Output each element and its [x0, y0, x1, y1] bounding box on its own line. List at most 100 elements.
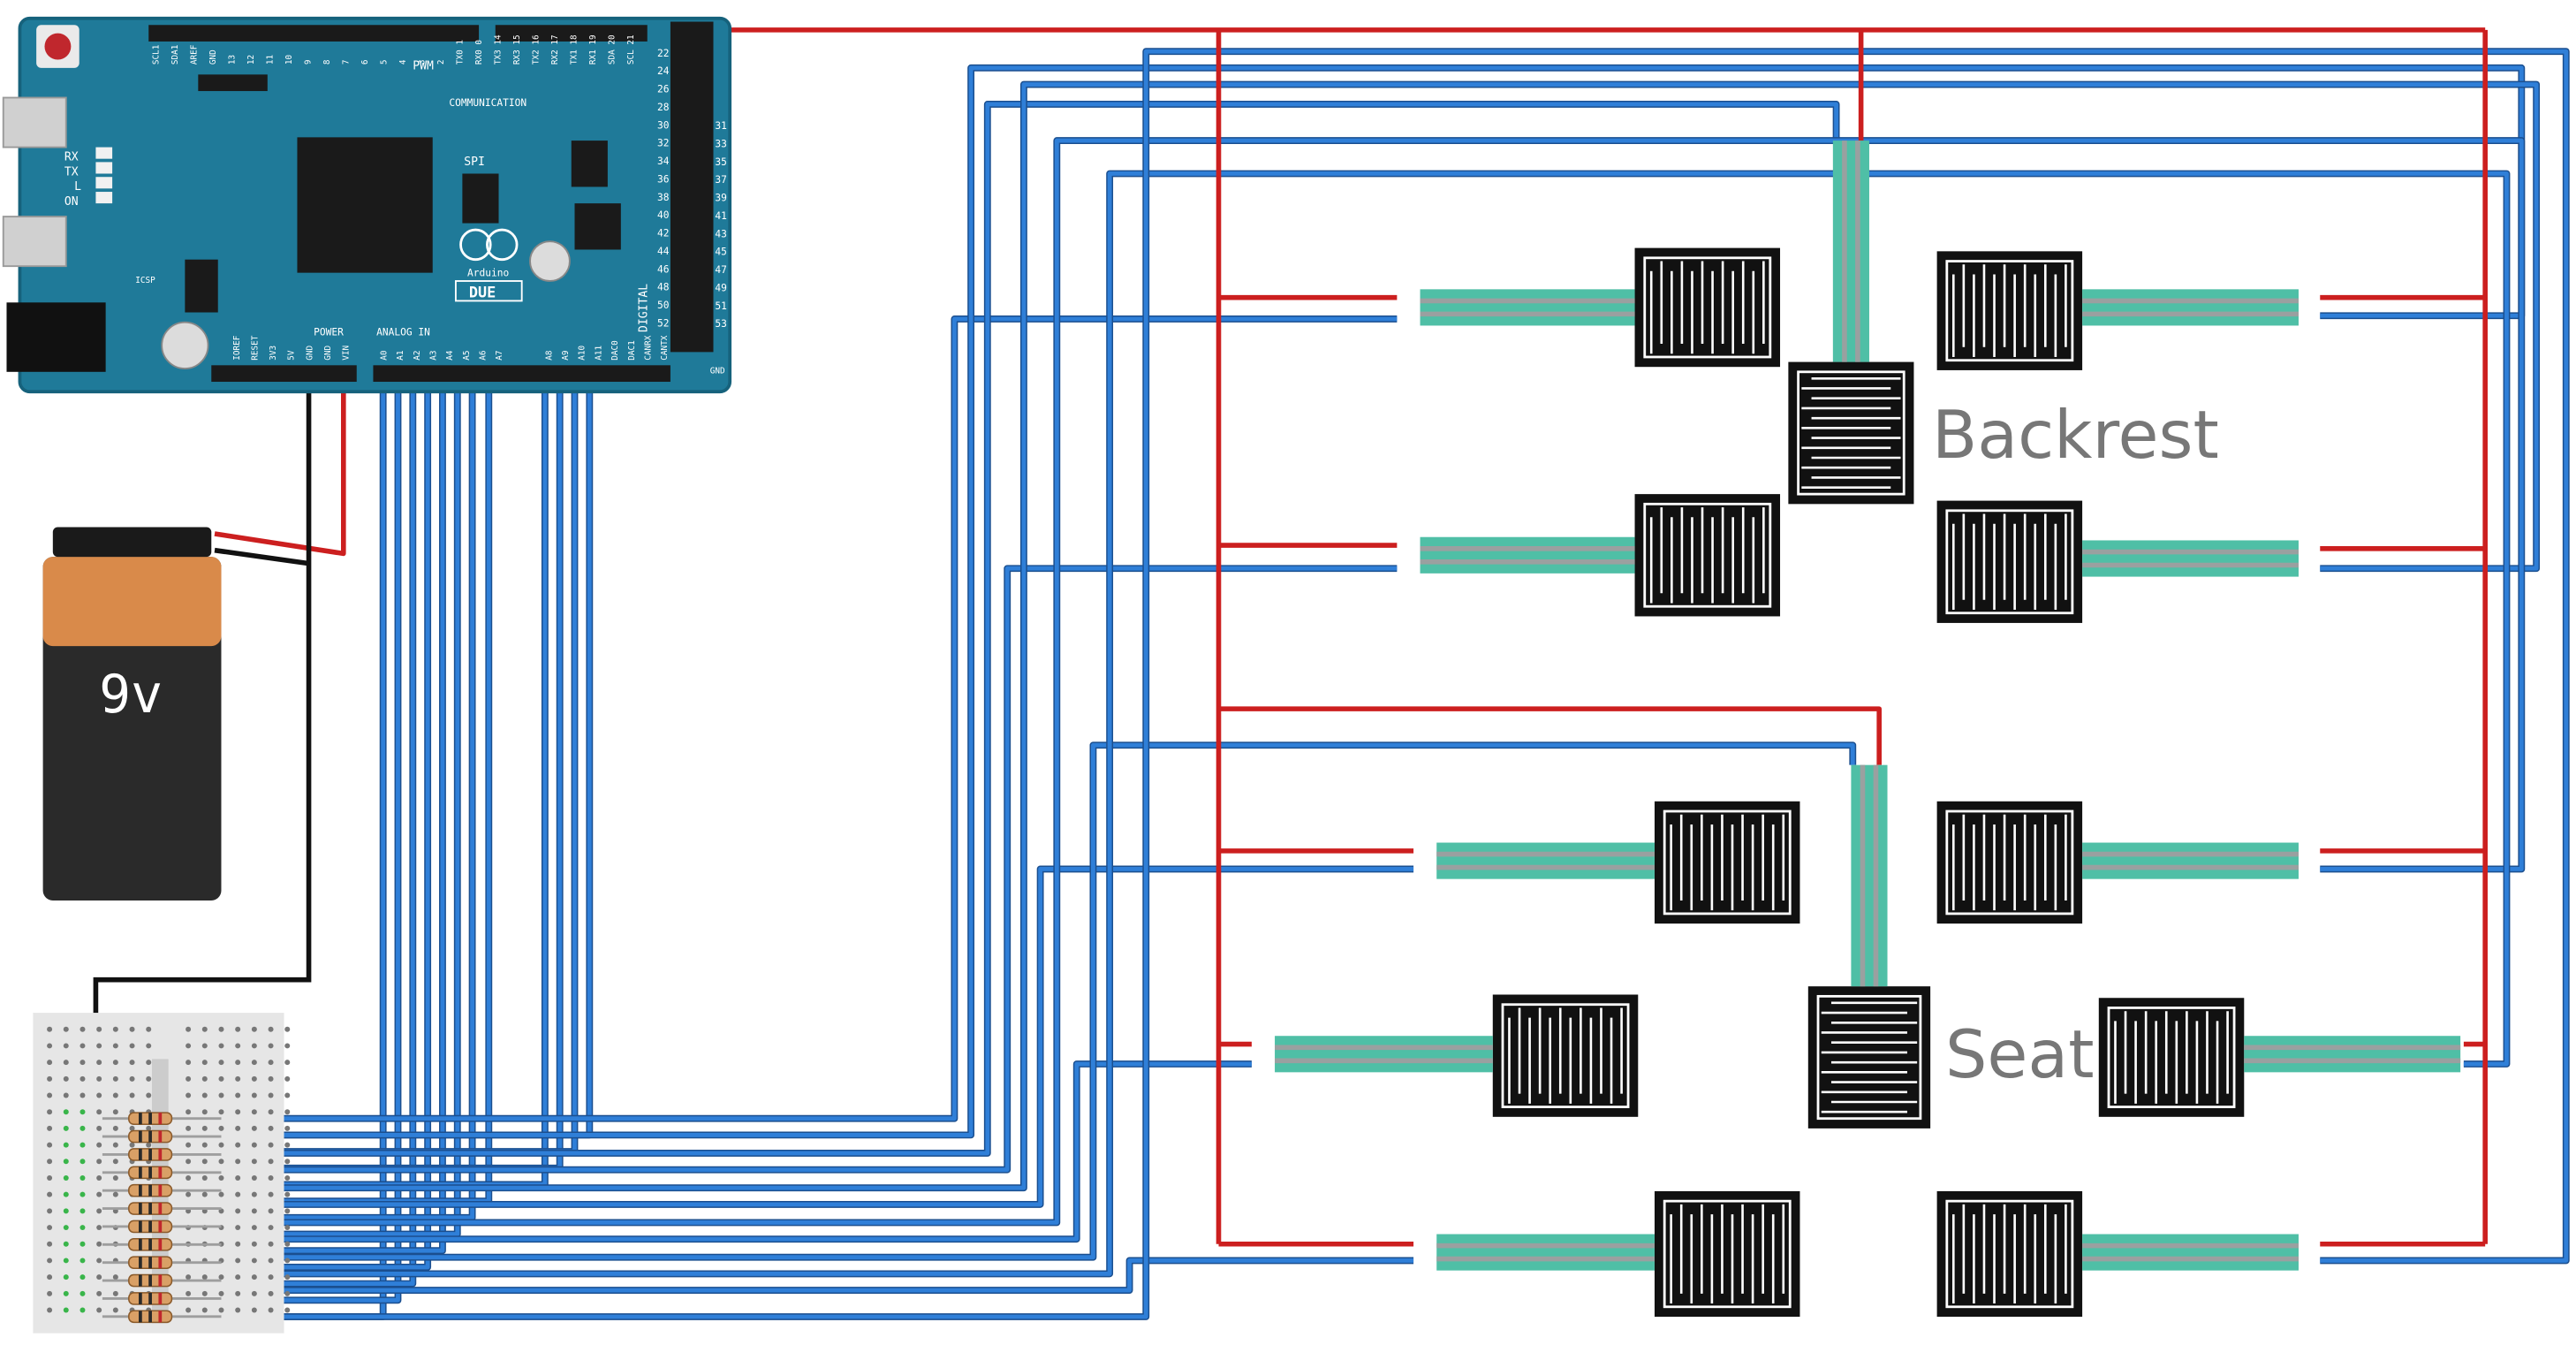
analog-pin-label: A11: [594, 346, 603, 361]
on-led: [95, 192, 113, 204]
breadboard-hole: [112, 1109, 118, 1115]
breadboard: [33, 1013, 291, 1334]
breadboard-hole: [80, 1043, 86, 1049]
digital-pin-label: 24: [657, 65, 670, 77]
power-pin-label: IOREF: [232, 335, 242, 360]
breadboard-hole: [268, 1258, 274, 1264]
digital-pin-label: 42: [657, 228, 670, 239]
rx-led: [95, 147, 113, 159]
rx-led-label: RX: [64, 151, 79, 164]
digital-pin-label: 45: [715, 247, 727, 258]
top-header-right: [495, 25, 648, 42]
breadboard-hole: [251, 1125, 257, 1131]
pressure-sensor: [1654, 801, 1800, 924]
breadboard-hole: [129, 1125, 135, 1131]
top-pin-label: 13: [227, 55, 237, 65]
breadboard-hole: [218, 1125, 224, 1131]
breadboard-hole: [201, 1174, 208, 1181]
breadboard-hole: [96, 1225, 102, 1231]
breadboard-hole: [96, 1075, 102, 1082]
breadboard-hole: [63, 1125, 69, 1131]
top-pin-label: AREF: [189, 44, 199, 65]
breadboard-hole: [63, 1075, 69, 1082]
breadboard-hole: [112, 1075, 118, 1082]
pressure-sensor: [1492, 994, 1639, 1117]
breadboard-hole: [129, 1043, 135, 1049]
breadboard-hole: [63, 1109, 69, 1115]
breadboard-hole: [235, 1075, 241, 1082]
breadboard-hole: [284, 1241, 291, 1247]
breadboard-hole: [251, 1043, 257, 1049]
digital-pin-label: 50: [657, 300, 670, 311]
breadboard-hole: [112, 1142, 118, 1148]
breadboard-hole: [251, 1274, 257, 1280]
breadboard-hole: [96, 1208, 102, 1214]
power-wire: [214, 375, 346, 557]
breadboard-hole: [80, 1060, 86, 1066]
analog-pin-label: A1: [396, 350, 405, 360]
breadboard-hole: [47, 1060, 53, 1066]
top-pin-label: 6: [360, 59, 370, 65]
digital-pin-label: 46: [657, 263, 670, 275]
analog-header: [373, 365, 671, 383]
usb-port-native: [2, 96, 67, 148]
breadboard-hole: [268, 1159, 274, 1165]
analog-pin-label: A5: [462, 350, 472, 360]
breadboard-hole: [186, 1191, 192, 1197]
breadboard-hole: [63, 1142, 69, 1148]
digital-pin-label: 51: [715, 300, 727, 312]
breadboard-hole: [96, 1258, 102, 1264]
top-pin-label: 12: [246, 55, 256, 65]
breadboard-hole: [284, 1060, 291, 1066]
top-pin-label: 11: [265, 55, 275, 65]
breadboard-hole: [129, 1092, 135, 1098]
breadboard-hole: [47, 1109, 53, 1115]
breadboard-hole: [218, 1060, 224, 1066]
breadboard-hole: [186, 1159, 192, 1165]
breadboard-hole: [201, 1060, 208, 1066]
breadboard-hole: [235, 1225, 241, 1231]
breadboard-hole: [201, 1307, 208, 1313]
top-pin-label: 9: [303, 59, 313, 65]
breadboard-hole: [80, 1125, 86, 1131]
sensor-tail: [1275, 1036, 1493, 1073]
breadboard-hole: [218, 1092, 224, 1098]
breadboard-hole: [63, 1191, 69, 1197]
breadboard-hole: [96, 1241, 102, 1247]
digital-pin-label: 26: [657, 84, 670, 95]
digital-pin-label: 22: [657, 48, 670, 59]
top-header-left: [148, 25, 480, 42]
breadboard-hole: [96, 1142, 102, 1148]
digital-pin-label: 36: [657, 173, 670, 185]
breadboard-hole: [251, 1109, 257, 1115]
breadboard-hole: [218, 1159, 224, 1165]
breadboard-hole: [146, 1125, 152, 1131]
breadboard-hole: [251, 1142, 257, 1148]
analog-pin-label: A8: [544, 350, 554, 361]
sensor-tail: [1436, 1234, 1655, 1271]
breadboard-hole: [284, 1208, 291, 1214]
pressure-sensor: [1634, 247, 1781, 368]
breadboard-hole: [47, 1258, 53, 1264]
reset-button[interactable]: [44, 33, 72, 60]
breadboard-hole: [201, 1075, 208, 1082]
top-pin-label: 5: [379, 59, 389, 65]
breadboard-hole: [268, 1174, 274, 1181]
battery-9v: 9v: [42, 527, 222, 900]
breadboard-hole: [146, 1060, 152, 1066]
breadboard-hole: [268, 1208, 274, 1214]
icsp-header: [185, 259, 218, 313]
battery-cap: [52, 527, 212, 558]
analog-pin-label: A4: [445, 350, 455, 361]
breadboard-hole: [96, 1174, 102, 1181]
breadboard-hole: [112, 1043, 118, 1049]
breadboard-hole: [47, 1159, 53, 1165]
signal-wires: [221, 48, 2570, 1320]
analog-pin-label: A3: [428, 350, 438, 360]
digital-pin-label: 35: [715, 156, 727, 168]
breadboard-hole: [218, 1026, 224, 1032]
pressure-sensor: [1936, 251, 2083, 370]
battery-ground-lead: [214, 547, 309, 566]
digital-pin-label: 37: [715, 174, 727, 186]
breadboard-hole: [112, 1307, 118, 1313]
